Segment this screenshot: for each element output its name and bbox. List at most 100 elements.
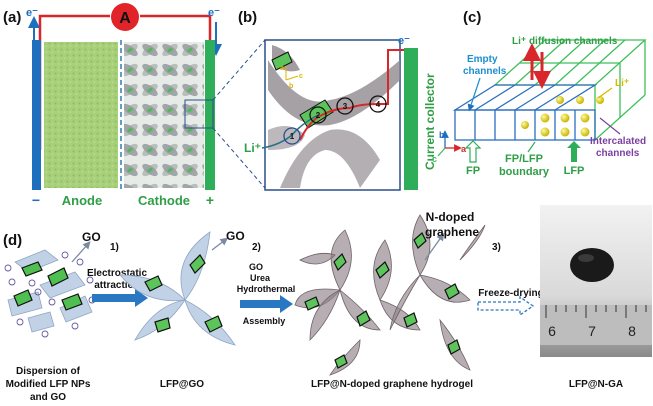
intercalated-label-1: Intercalated (590, 136, 646, 147)
path-point-4 (369, 95, 387, 113)
lfp-go-illustration (119, 231, 236, 346)
path-point-1 (283, 127, 301, 145)
li-diffusion-label: Li⁺ diffusion channels (512, 36, 618, 47)
fp-arrow (464, 140, 482, 163)
aerogel-photo: 6 7 8 (540, 205, 652, 357)
electrostatic-label-1: Electrostatic (87, 268, 147, 279)
go-label-1: GO (82, 230, 101, 244)
axis-c-arrow (437, 147, 446, 157)
axis-line (285, 75, 299, 81)
process-arrow-1 (92, 289, 148, 307)
cathode-collector (205, 40, 215, 190)
anode-label: Anode (62, 193, 102, 208)
fp-lfp-pointer (527, 141, 536, 153)
panel-c: (c) (432, 9, 647, 178)
axis-b-label: b (289, 83, 293, 90)
go-label-2: GO (226, 229, 245, 243)
panel-a: (a) e⁻ e⁻ A − Anode Cathode + (3, 3, 222, 208)
aerogel-sample (570, 248, 614, 282)
current-collector-label: Current collector (423, 73, 437, 170)
lfp-nanoparticle (47, 267, 69, 287)
point-label-1: 1 (290, 132, 295, 141)
ruler-number-8: 8 (628, 323, 636, 339)
fp-lfp-label-2: boundary (499, 166, 550, 178)
caption-dispersion-1: Dispersion of (16, 366, 81, 377)
dispersion-illustration (4, 249, 96, 338)
zoom-line-top (212, 39, 266, 101)
panel-d-label: (d) (3, 232, 22, 249)
reagent-urea: Urea (250, 273, 271, 283)
empty-channels-label-2: channels (463, 66, 507, 77)
lfp-label: LFP (564, 165, 585, 177)
li-atom (560, 127, 570, 137)
reagent-hydrothermal: Hydrothermal (237, 284, 296, 294)
zoom-line-bottom (212, 127, 266, 189)
ammeter (111, 3, 139, 31)
caption-lfp-go: LFP@GO (160, 379, 204, 390)
li-atom (580, 127, 590, 137)
empty-channels-pointer (467, 77, 481, 112)
fp-label: FP (466, 165, 480, 177)
panel-d: (d) GO 1) Electrostatic attraction (3, 205, 652, 403)
li-atom (521, 121, 529, 129)
caption-dispersion-2: Modified LFP NPs (6, 379, 91, 390)
intercalated-pointer (599, 117, 621, 135)
axis-a-label-c: a (461, 144, 467, 154)
li-atom (576, 96, 584, 104)
panel-a-label: (a) (3, 9, 21, 26)
lfp-particle (271, 51, 293, 71)
li-atom (556, 96, 564, 104)
freeze-drying-label: Freeze-drying (478, 288, 544, 299)
electron-label-b: e⁻ (398, 35, 410, 47)
empty-channels-label-1: Empty (467, 54, 498, 65)
hydrogel-network (294, 214, 486, 376)
point-label-2: 2 (316, 111, 321, 120)
reagent-go: GO (249, 262, 263, 272)
panel-b: (b) a b c 1 2 3 4 Li⁺ e⁻ Current collect… (238, 9, 437, 191)
n-doped-label-2: graphene (425, 225, 479, 239)
minus-sign: − (32, 192, 40, 208)
go-pointer-1 (71, 241, 91, 263)
reagent-assembly: Assembly (243, 316, 286, 326)
li-atoms (521, 96, 604, 137)
electron-path (299, 49, 404, 141)
path-point-3 (336, 97, 354, 115)
li-ion-path (261, 114, 319, 149)
current-collector (404, 48, 418, 190)
go-pointer-2 (211, 237, 229, 251)
point-label-4: 4 (376, 100, 381, 109)
li-atom (540, 113, 550, 123)
lfp-nanoparticle (21, 261, 43, 277)
graphene-sheet (268, 60, 400, 126)
lattice-box (452, 39, 647, 141)
li-atom (560, 113, 570, 123)
intercalated-label-2: channels (596, 148, 640, 159)
ruler-number-7: 7 (588, 323, 596, 339)
li-atom (540, 127, 550, 137)
li-plus-label-c: Li⁺ (615, 78, 629, 89)
step-2-label: 2) (252, 242, 261, 253)
lfp-nanoparticle (13, 289, 33, 307)
axis-b-label-c: b (439, 130, 445, 140)
n-doped-label-1: N-doped (426, 210, 475, 224)
lfp-nanoparticle (61, 293, 83, 311)
ruler-number-6: 6 (548, 323, 556, 339)
cathode-material (124, 42, 204, 188)
panel-b-label: (b) (238, 9, 257, 26)
fp-lfp-label-1: FP/LFP (505, 153, 543, 165)
zoom-box-a (184, 99, 214, 129)
electron-label-right: e⁻ (208, 7, 220, 19)
graphene-sheet (280, 129, 380, 188)
anode-material (44, 42, 118, 188)
step-3-label: 3) (492, 242, 501, 253)
cathode-label: Cathode (138, 193, 190, 208)
li-ion-label-b: Li⁺ (244, 141, 261, 155)
n-doped-pointer (424, 232, 445, 261)
process-arrow-3 (477, 295, 535, 317)
axis-c-label-c: c (432, 154, 437, 164)
axis-a-label: a (280, 65, 284, 72)
ammeter-label: A (119, 10, 131, 27)
lfp-arrow (567, 141, 581, 162)
caption-hydrogel: LFP@N-doped graphene hydrogel (311, 379, 473, 390)
